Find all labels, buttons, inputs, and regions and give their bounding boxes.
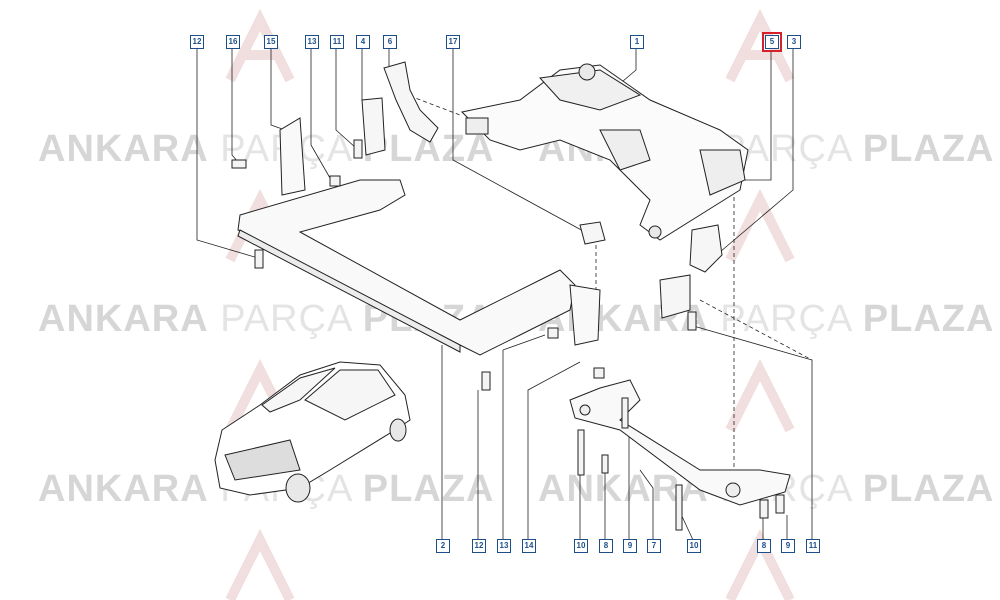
vehicle-locator [214,361,411,503]
callout-11[interactable]: 11 [330,35,344,49]
watermark-logo [225,8,795,600]
callout-10[interactable]: 10 [574,539,588,553]
callout-6[interactable]: 6 [383,35,397,49]
callout-9[interactable]: 9 [623,539,637,553]
callout-1[interactable]: 1 [630,35,644,49]
callout-16[interactable]: 16 [226,35,240,49]
callout-4[interactable]: 4 [356,35,370,49]
leader-lines [196,46,813,541]
callout-15[interactable]: 15 [264,35,278,49]
subframe [460,63,749,241]
callout-12-bottom[interactable]: 12 [472,539,486,553]
callout-7[interactable]: 7 [647,539,661,553]
callout-10-right[interactable]: 10 [687,539,701,553]
callout-8[interactable]: 8 [599,539,613,553]
callout-11-bottom[interactable]: 11 [806,539,820,553]
steering-bracket [361,61,439,156]
callout-5-highlighted[interactable]: 5 [762,32,782,52]
callout-12[interactable]: 12 [190,35,204,49]
callout-17[interactable]: 17 [446,35,460,49]
bushings [579,221,723,319]
callout-13-bottom[interactable]: 13 [497,539,511,553]
callout-8-right[interactable]: 8 [757,539,771,553]
bolts [231,139,785,531]
callout-13[interactable]: 13 [305,35,319,49]
callout-14[interactable]: 14 [522,539,536,553]
callout-2[interactable]: 2 [436,539,450,553]
callout-9-right[interactable]: 9 [781,539,795,553]
callout-3[interactable]: 3 [787,35,801,49]
front-crossmember [237,117,601,356]
